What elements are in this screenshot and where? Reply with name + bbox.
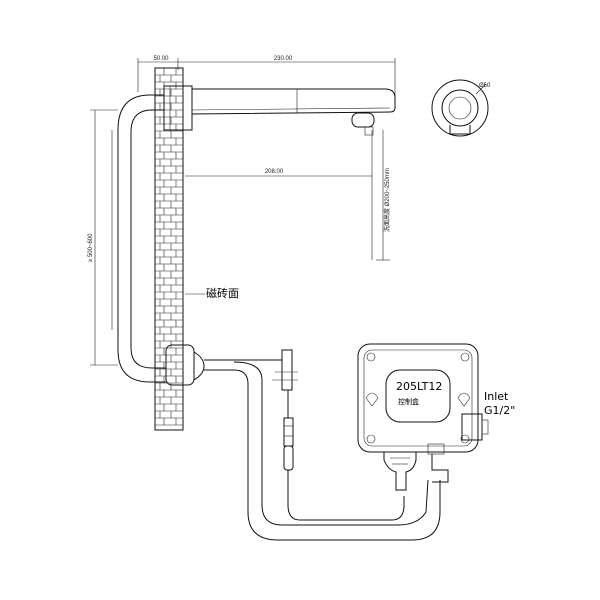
inlet-label: Inlet (484, 390, 509, 403)
top-dimension-lines (137, 58, 396, 105)
dim-reach: 208.00 (265, 169, 284, 175)
dim-basin-height: 洗面高度 Ø200~250mm (383, 168, 391, 232)
dim-spout-length: 230.00 (274, 56, 293, 62)
inlet-thread-label: G1/2" (484, 404, 515, 417)
dim-pipe-height: ≥ 500~600 (88, 233, 94, 262)
basin-height-dimension (376, 130, 390, 261)
brick-wall (154, 67, 184, 431)
control-box-sublabel: 控制盒 (398, 397, 419, 406)
reach-dimension (185, 130, 373, 260)
dim-wall-offset: 50.00 (153, 56, 169, 62)
pipe-height-dimension (90, 109, 118, 366)
spout (163, 85, 396, 136)
spout-cross-section (431, 79, 489, 137)
control-box (357, 343, 489, 491)
lower-elbow (165, 344, 205, 386)
dim-spout-diameter: Ø50 (479, 83, 491, 89)
supply-pipe (111, 94, 166, 383)
wall-surface-label: 磁砖面 (206, 286, 239, 300)
control-box-model: 205LT12 (396, 380, 442, 393)
sensor-cable (204, 349, 441, 541)
